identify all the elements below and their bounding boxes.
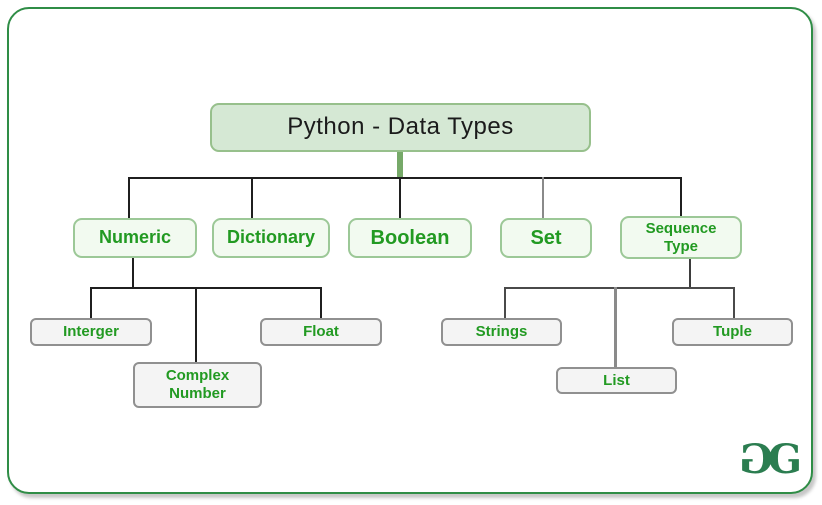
connector-numeric-down	[132, 258, 134, 289]
connector-drop-float	[320, 287, 322, 318]
logo-letter-g: G	[767, 436, 802, 483]
connector-drop-list	[614, 287, 617, 367]
connector-root-stem	[397, 152, 403, 178]
node-strings: Strings	[441, 318, 562, 346]
connector-sequence-down	[689, 258, 691, 289]
node-list: List	[556, 367, 677, 394]
geeksforgeeks-logo: G G	[738, 436, 802, 483]
connector-drop-boolean	[399, 177, 401, 218]
node-dictionary: Dictionary	[212, 218, 330, 258]
node-tuple: Tuple	[672, 318, 793, 346]
connector-drop-complex	[195, 287, 197, 363]
node-root-title: Python - Data Types	[210, 103, 591, 152]
node-boolean: Boolean	[348, 218, 472, 258]
connector-drop-strings	[504, 287, 506, 318]
connector-drop-sequence	[680, 177, 682, 218]
connector-sequence-horizontal	[504, 287, 735, 289]
connector-drop-dictionary	[251, 177, 253, 218]
node-complex-number: Complex Number	[133, 362, 262, 408]
node-float: Float	[260, 318, 382, 346]
connector-drop-integer	[90, 287, 92, 318]
connector-level2-horizontal	[128, 177, 682, 179]
logo-letter-mirrored-g: G	[738, 436, 773, 483]
node-numeric: Numeric	[73, 218, 197, 258]
node-sequence-type: Sequence Type	[620, 216, 742, 259]
connector-numeric-horizontal	[90, 287, 322, 289]
node-set: Set	[500, 218, 592, 258]
connector-drop-numeric	[128, 177, 130, 218]
connector-drop-set	[542, 177, 544, 218]
node-integer: Interger	[30, 318, 152, 346]
connector-drop-tuple	[733, 287, 735, 318]
